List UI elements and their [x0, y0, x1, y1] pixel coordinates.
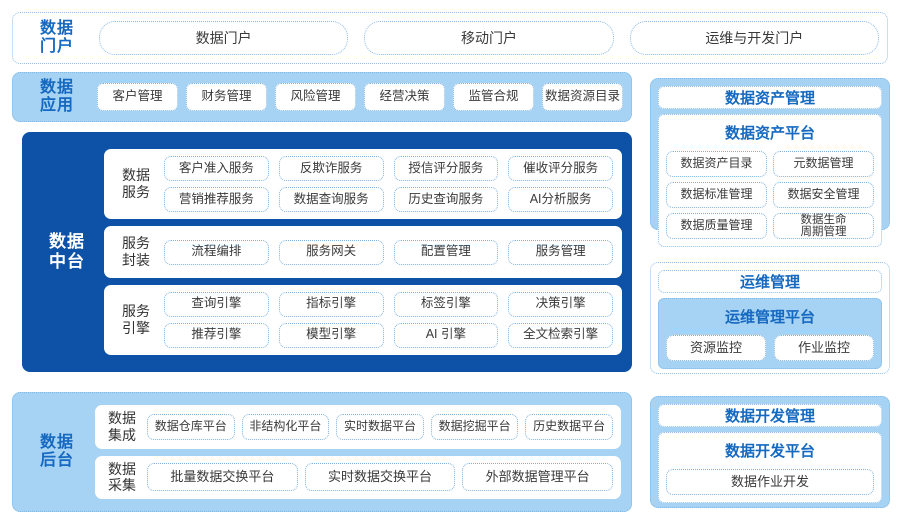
chip-ai-engine[interactable]: AI 引擎	[393, 322, 499, 348]
chip-query-engine[interactable]: 查询引擎	[164, 291, 269, 317]
chip-data-mining-platform[interactable]: 数据挖掘平台	[430, 413, 519, 440]
data-asset-management-panel: 数据资产管理 数据资产平台 数据资产目录 元数据管理 数据标准管理 数据安全管理…	[650, 78, 890, 247]
ops-panel-header: 运维管理	[658, 270, 882, 293]
chip-marketing-recommendation-service[interactable]: 营销推荐服务	[164, 187, 269, 213]
chip-history-data-platform[interactable]: 历史数据平台	[525, 413, 613, 440]
asset-item-row: 数据质量管理 数据生命 周期管理	[666, 213, 874, 239]
asset-platform-body: 数据资产平台 数据资产目录 元数据管理 数据标准管理 数据安全管理 数据质量管理…	[658, 114, 882, 247]
asset-item-grid: 数据资产目录 元数据管理 数据标准管理 数据安全管理 数据质量管理 数据生命 周…	[666, 151, 874, 239]
data-middle-platform-band: 数据 中台 数据 服务 客户准入服务 反欺诈服务 授信评分服务 催收评分服务	[22, 132, 632, 372]
data-backend-band: 数据 后台 数据 集成 数据仓库平台 非结构化平台 实时数据平台 数据挖掘平台 …	[12, 392, 632, 512]
portal-item-data[interactable]: 数据门户	[99, 21, 349, 55]
service-row: 查询引擎 指标引擎 标签引擎 决策引擎	[164, 291, 613, 317]
ops-management-panel: 运维管理 运维管理平台 资源监控 作业监控	[650, 262, 890, 374]
chip-resource-monitoring[interactable]: 资源监控	[666, 335, 766, 361]
dev-platform-body: 数据开发平台 数据作业开发	[658, 432, 882, 503]
application-band: 数据 应用 客户管理 财务管理 风险管理 经营决策 监管合规 数据资源目录	[12, 72, 632, 122]
chip-ai-analysis-service[interactable]: AI分析服务	[508, 187, 613, 213]
chip-external-data-management-platform[interactable]: 外部数据管理平台	[462, 463, 614, 492]
chip-realtime-data-platform[interactable]: 实时数据平台	[336, 413, 424, 440]
asset-panel-header: 数据资产管理	[658, 86, 882, 109]
group-service-engine-items: 查询引擎 指标引擎 标签引擎 决策引擎 推荐引擎 模型引擎 AI 引擎 全文检索…	[164, 291, 613, 348]
chip-fulltext-search-engine[interactable]: 全文检索引擎	[508, 322, 613, 348]
app-item-risk[interactable]: 风险管理	[275, 83, 356, 111]
group-service-encapsulation: 服务 封装 流程编排 服务网关 配置管理 服务管理	[104, 226, 622, 278]
asset-platform-title: 数据资产平台	[724, 125, 815, 142]
lifecycle-line2: 周期管理	[800, 226, 847, 238]
group-data-service-items: 客户准入服务 反欺诈服务 授信评分服务 催收评分服务 营销推荐服务 数据查询服务…	[164, 156, 613, 213]
chip-service-management[interactable]: 服务管理	[508, 239, 613, 265]
group-service-engine: 服务 引擎 查询引擎 指标引擎 标签引擎 决策引擎 推荐引擎 模型引擎 AI 引…	[104, 284, 622, 355]
chip-data-lifecycle-management[interactable]: 数据生命 周期管理	[773, 213, 874, 239]
ops-platform-title: 运维管理平台	[724, 309, 815, 326]
app-item-finance[interactable]: 财务管理	[186, 83, 267, 111]
group-data-integration: 数据 集成 数据仓库平台 非结构化平台 实时数据平台 数据挖掘平台 历史数据平台	[95, 404, 621, 449]
asset-item-row: 数据标准管理 数据安全管理	[666, 182, 874, 208]
lifecycle-line1: 数据生命	[800, 213, 847, 226]
service-row: 客户准入服务 反欺诈服务 授信评分服务 催收评分服务	[164, 156, 613, 182]
dev-platform-title: 数据开发平台	[724, 443, 815, 460]
chip-data-security-management[interactable]: 数据安全管理	[773, 182, 874, 208]
backend-groups: 数据 集成 数据仓库平台 非结构化平台 实时数据平台 数据挖掘平台 历史数据平台…	[93, 399, 623, 505]
group-data-service: 数据 服务 客户准入服务 反欺诈服务 授信评分服务 催收评分服务 营销推荐服务 …	[104, 149, 622, 220]
chip-credit-scoring-service[interactable]: 授信评分服务	[393, 156, 499, 182]
chip-data-quality-management[interactable]: 数据质量管理	[666, 213, 767, 239]
backend-row-label: 数据 后台	[39, 433, 74, 469]
chip-collection-scoring-service[interactable]: 催收评分服务	[508, 156, 613, 182]
chip-data-asset-catalog[interactable]: 数据资产目录	[666, 151, 767, 177]
application-item-list: 客户管理 财务管理 风险管理 经营决策 监管合规 数据资源目录	[93, 83, 623, 111]
chip-batch-data-exchange-platform[interactable]: 批量数据交换平台	[147, 463, 298, 492]
chip-model-engine[interactable]: 模型引擎	[278, 322, 384, 348]
chip-process-orchestration[interactable]: 流程编排	[164, 239, 269, 265]
app-item-compliance[interactable]: 监管合规	[453, 83, 534, 111]
chip-recommendation-engine[interactable]: 推荐引擎	[164, 322, 269, 348]
group-data-collection: 数据 采集 批量数据交换平台 实时数据交换平台 外部数据管理平台	[95, 455, 621, 500]
chip-unstructured-platform[interactable]: 非结构化平台	[241, 413, 330, 440]
group-data-collection-label: 数据 采集	[108, 460, 136, 494]
app-item-customer[interactable]: 客户管理	[97, 83, 178, 111]
portal-item-ops-dev[interactable]: 运维与开发门户	[629, 21, 879, 55]
portal-item-mobile[interactable]: 移动门户	[364, 21, 614, 55]
portal-band: 数据 门户 数据门户 移动门户 运维与开发门户	[12, 12, 888, 64]
chip-configuration-management[interactable]: 配置管理	[393, 239, 499, 265]
chip-job-monitoring[interactable]: 作业监控	[774, 335, 874, 361]
collection-item-row: 批量数据交换平台 实时数据交换平台 外部数据管理平台	[147, 463, 614, 492]
portal-row-label: 数据 门户	[39, 19, 74, 55]
ops-item-row: 资源监控 作业监控	[666, 335, 874, 361]
data-development-management-panel: 数据开发管理 数据开发平台 数据作业开发	[650, 396, 890, 508]
app-item-resource-catalog[interactable]: 数据资源目录	[542, 83, 623, 111]
chip-tag-engine[interactable]: 标签引擎	[393, 291, 499, 317]
portal-item-list: 数据门户 移动门户 运维与开发门户	[93, 21, 879, 55]
service-row: 营销推荐服务 数据查询服务 历史查询服务 AI分析服务	[164, 187, 613, 213]
group-service-encapsulation-label: 服务 封装	[122, 235, 150, 268]
ops-platform-body: 运维管理平台 资源监控 作业监控	[658, 298, 882, 369]
chip-data-standard-management[interactable]: 数据标准管理	[666, 182, 767, 208]
group-data-service-label: 数据 服务	[122, 167, 150, 201]
middle-platform-row-label: 数据 中台	[49, 232, 85, 271]
asset-item-row: 数据资产目录 元数据管理	[666, 151, 874, 177]
application-row-label: 数据 应用	[39, 78, 74, 114]
chip-history-query-service[interactable]: 历史查询服务	[393, 187, 499, 213]
chip-data-warehouse-platform[interactable]: 数据仓库平台	[147, 413, 235, 440]
chip-service-gateway[interactable]: 服务网关	[278, 239, 384, 265]
chip-data-job-development[interactable]: 数据作业开发	[666, 469, 874, 495]
group-service-encapsulation-items: 流程编排 服务网关 配置管理 服务管理	[164, 239, 613, 265]
middle-platform-groups: 数据 服务 客户准入服务 反欺诈服务 授信评分服务 催收评分服务 营销推荐服务 …	[104, 149, 624, 355]
chip-metadata-management[interactable]: 元数据管理	[773, 151, 874, 177]
chip-realtime-data-exchange-platform[interactable]: 实时数据交换平台	[304, 463, 456, 492]
service-row: 流程编排 服务网关 配置管理 服务管理	[164, 239, 613, 265]
chip-antifraud-service[interactable]: 反欺诈服务	[278, 156, 384, 182]
chip-decision-engine[interactable]: 决策引擎	[508, 291, 613, 317]
integration-item-row: 数据仓库平台 非结构化平台 实时数据平台 数据挖掘平台 历史数据平台	[147, 413, 613, 440]
chip-metric-engine[interactable]: 指标引擎	[278, 291, 384, 317]
service-row: 推荐引擎 模型引擎 AI 引擎 全文检索引擎	[164, 322, 613, 348]
app-item-decision[interactable]: 经营决策	[364, 83, 445, 111]
group-data-integration-label: 数据 集成	[108, 409, 136, 443]
dev-panel-header: 数据开发管理	[658, 404, 882, 427]
chip-customer-admission-service[interactable]: 客户准入服务	[164, 156, 269, 182]
chip-data-query-service[interactable]: 数据查询服务	[278, 187, 384, 213]
group-service-engine-label: 服务 引擎	[122, 303, 150, 336]
